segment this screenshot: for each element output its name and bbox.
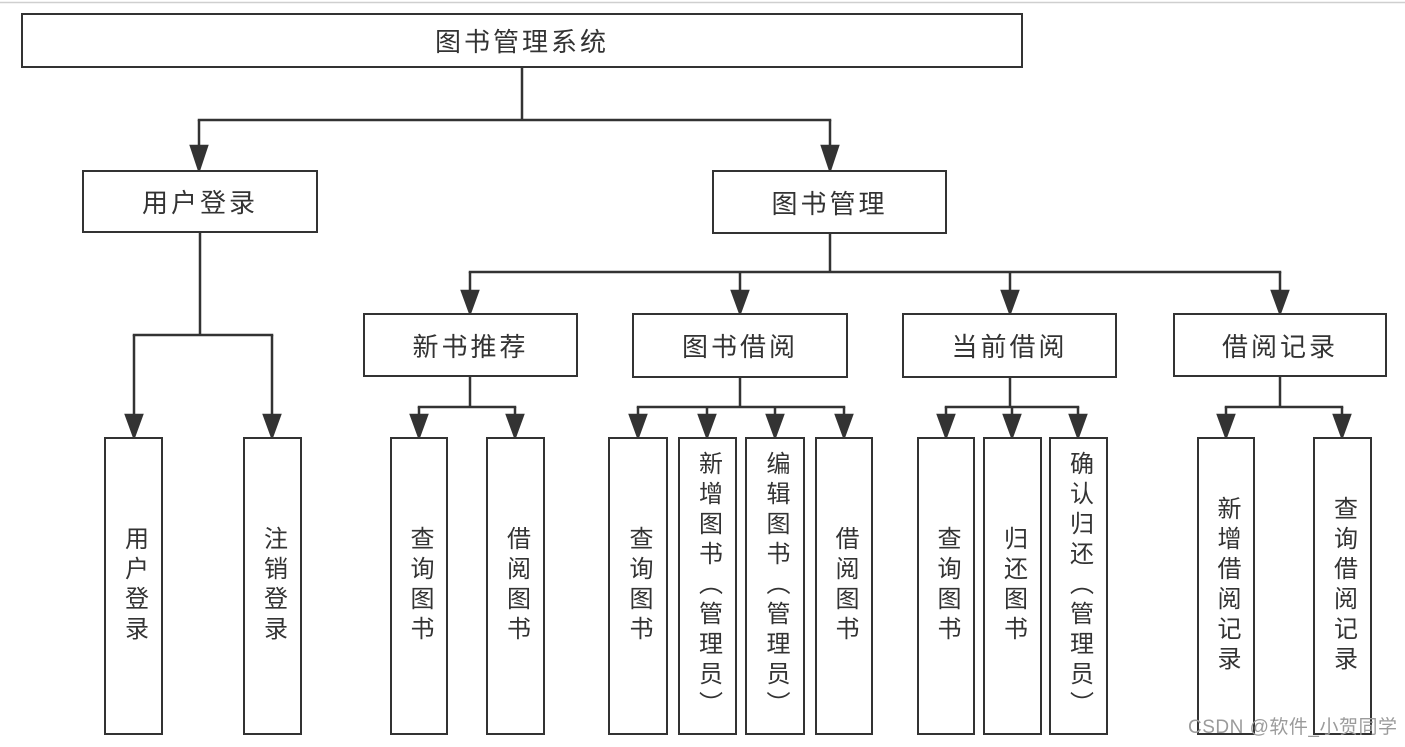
node-book-management-label: 图书管理 (771, 188, 888, 219)
csdn-watermark: CSDN @软件_小贺同学 (1188, 717, 1398, 738)
leaf-confirm-return-admin-label: 确认归还（管理员） (1065, 451, 1093, 721)
leaf-user-login-label: 用户登录 (120, 526, 148, 646)
node-new-book-recommend-label: 新书推荐 (412, 331, 529, 362)
node-borrow-records-label: 借阅记录 (1221, 331, 1338, 362)
node-current-borrow-label: 当前借阅 (951, 332, 1068, 362)
node-user-login: 用户登录 (82, 170, 318, 233)
connector-current-borrow-to-leaves (936, 378, 1088, 441)
leaf-borrow-books-label: 借阅图书 (831, 526, 858, 646)
leaf-query-books-current: 查询图书 (917, 437, 975, 735)
leaf-add-borrow-record: 新增借阅记录 (1197, 437, 1255, 735)
node-current-borrow: 当前借阅 (902, 313, 1117, 378)
leaf-query-books-recommend: 查询图书 (390, 437, 448, 735)
connector-borrow-records-to-leaves (1216, 377, 1352, 441)
leaf-query-borrow-record-label: 查询借阅记录 (1329, 496, 1357, 676)
node-user-login-label: 用户登录 (141, 188, 258, 218)
leaf-query-books-borrow: 查询图书 (608, 437, 668, 735)
leaf-user-login: 用户登录 (104, 437, 163, 735)
connector-new-book-recommend-to-leaves (409, 377, 525, 441)
connector-root-to-level2 (189, 66, 840, 174)
leaf-return-books-label: 归还图书 (999, 526, 1027, 646)
leaf-edit-books-admin-label: 编辑图书（管理员） (762, 451, 789, 721)
leaf-edit-books-admin: 编辑图书（管理员） (745, 437, 805, 735)
connector-book-management-to-level3 (460, 233, 1290, 317)
leaf-borrow-books: 借阅图书 (815, 437, 873, 735)
node-book-borrow: 图书借阅 (632, 313, 848, 378)
node-borrow-records: 借阅记录 (1173, 313, 1387, 377)
leaf-query-borrow-record: 查询借阅记录 (1313, 437, 1372, 735)
leaf-return-books: 归还图书 (983, 437, 1042, 735)
node-book-borrow-label: 图书借阅 (681, 332, 798, 362)
leaf-logout: 注销登录 (243, 437, 302, 735)
leaf-query-books-current-label: 查询图书 (933, 526, 960, 646)
leaf-add-borrow-record-label: 新增借阅记录 (1213, 496, 1240, 676)
leaf-add-books-admin-label: 新增图书（管理员） (694, 451, 722, 721)
node-library-management-system: 图书管理系统 (21, 13, 1023, 68)
leaf-query-books-recommend-label: 查询图书 (406, 526, 433, 646)
node-library-management-system-label: 图书管理系统 (434, 27, 609, 57)
leaf-confirm-return-admin: 确认归还（管理员） (1049, 437, 1108, 735)
leaf-logout-label: 注销登录 (259, 526, 287, 646)
node-book-management: 图书管理 (712, 170, 947, 234)
leaf-add-books-admin: 新增图书（管理员） (678, 437, 737, 735)
connector-user-login-to-leaves (124, 233, 282, 441)
node-new-book-recommend: 新书推荐 (363, 313, 578, 377)
connector-book-borrow-to-leaves (628, 378, 854, 441)
leaf-borrow-books-recommend-label: 借阅图书 (502, 526, 530, 646)
leaf-query-books-borrow-label: 查询图书 (625, 526, 652, 646)
leaf-borrow-books-recommend: 借阅图书 (486, 437, 545, 735)
